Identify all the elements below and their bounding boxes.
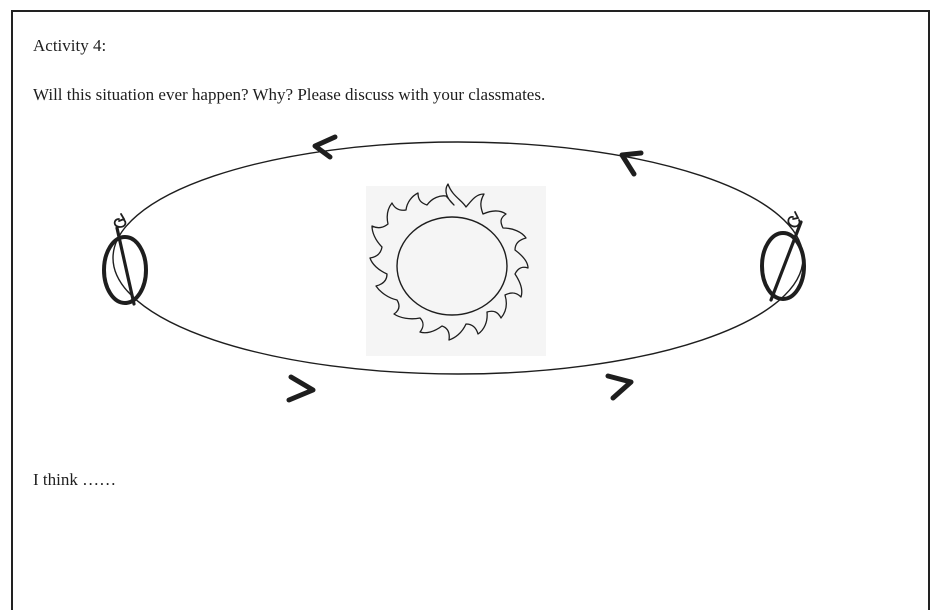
rotation-arrow-icon: [115, 214, 126, 227]
orbit-arrow-icon: [315, 137, 335, 157]
sun-icon: [366, 184, 546, 356]
rotation-arrow-icon: [788, 212, 799, 227]
orbit-arrow-icon: [608, 376, 631, 398]
orbit-arrow-icon: [622, 153, 641, 174]
answer-prompt[interactable]: I think ……: [33, 470, 116, 490]
earth-icon: [104, 228, 146, 304]
earth-icon: [762, 222, 804, 300]
orbit-arrow-icon: [289, 377, 313, 400]
